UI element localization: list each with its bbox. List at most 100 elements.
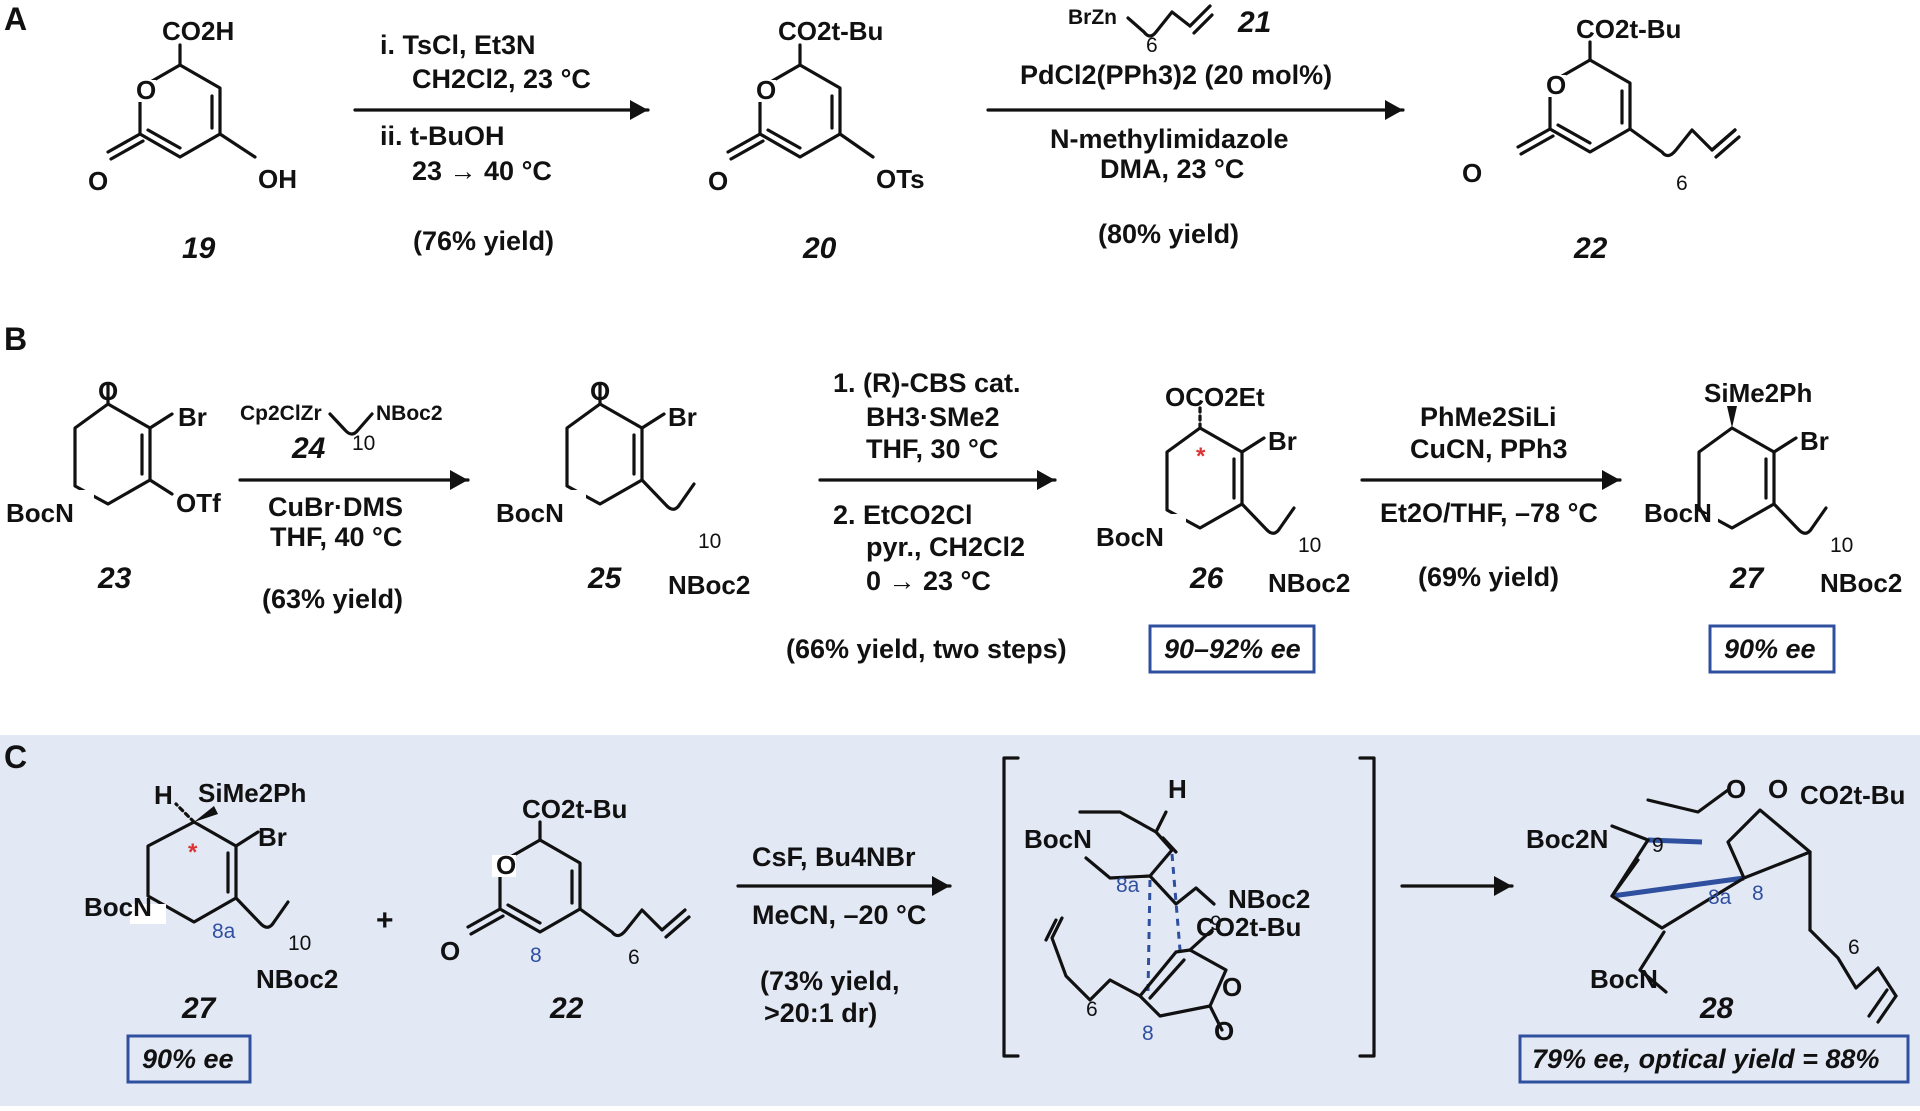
chain-length-10: 10 [288, 932, 311, 955]
condition-line: pyr., CH2Cl2 [866, 532, 1025, 562]
condition-line: ii. t-BuOH [380, 121, 504, 151]
group-ots: OTs [876, 164, 925, 194]
compound-27-structure-panel-c: * H SiMe2Ph Br BocN 8a 10 NBoc2 [84, 778, 338, 994]
compound-label-22-panel-c: 22 [549, 992, 584, 1025]
group-otf: OTf [176, 488, 221, 518]
atom-br: Br [668, 402, 697, 432]
group-co2h: CO2H [162, 16, 234, 46]
ee-value-27: 90% ee [1724, 634, 1816, 664]
condition-line: PdCl2(PPh3)2 (20 mol%) [1020, 60, 1332, 90]
chain-length-10: 10 [698, 530, 721, 553]
condition-line: 2. EtCO2Cl [833, 500, 973, 530]
ee-box-27 [1708, 624, 1836, 674]
atom-bocn: BocN [1644, 498, 1712, 528]
arrow-b1 [238, 470, 470, 490]
atom-o: O [756, 75, 776, 105]
arrow-c2 [1400, 876, 1514, 896]
atom-br: Br [178, 402, 207, 432]
chain-length-6: 6 [1146, 34, 1158, 57]
chain-length-6: 6 [628, 946, 640, 969]
yield-text: (63% yield) [262, 584, 403, 614]
condition-line: 23 → 40 °C [412, 156, 552, 186]
condition-line: BH3·SMe2 [866, 402, 1000, 432]
arrow-b3 [1360, 470, 1622, 490]
group-co2tbu: CO2t-Bu [1196, 912, 1301, 942]
condition-line: DMA, 23 °C [1100, 154, 1244, 184]
chain-length-10: 10 [352, 432, 375, 455]
reagent-21-structure: BrZn 6 [1068, 4, 1214, 57]
condition-line: CH2Cl2, 23 °C [412, 64, 591, 94]
compound-19-structure: O O CO2H OH [88, 16, 297, 196]
group-cp2clzr: Cp2ClZr [240, 402, 322, 425]
compound-28-structure: Boc2N 9 O O CO2t-Bu 8a 8 BocN 6 [1526, 774, 1905, 1024]
atom-o: O [1222, 972, 1242, 1002]
chain-length-6: 6 [1848, 936, 1860, 959]
atom-o: O [1462, 158, 1482, 188]
atom-o: O [496, 850, 516, 880]
arrow-c1 [736, 876, 952, 896]
condition-line: 1. (R)-CBS cat. [833, 368, 1021, 398]
bracket-left [1002, 756, 1020, 1058]
condition-line: THF, 40 °C [270, 522, 402, 552]
atom-br: Br [1800, 426, 1829, 456]
compound-22-structure-panel-c: O O CO2t-Bu 8 6 [440, 794, 691, 969]
position-label-8: 8 [1752, 882, 1764, 905]
condition-line: (73% yield, [760, 966, 900, 996]
condition-line: CuBr·DMS [268, 492, 403, 522]
chain-length-9: 9 [1652, 834, 1664, 857]
condition-line: CuCN, PPh3 [1410, 434, 1568, 464]
compound-label-25: 25 [587, 562, 623, 595]
ee-value-28: 79% ee, optical yield = 88% [1532, 1044, 1879, 1074]
atom-br: Br [258, 822, 287, 852]
atom-o: O [1214, 1016, 1234, 1046]
group-oh: OH [258, 164, 297, 194]
atom-o: O [708, 166, 728, 196]
group-co2tbu: CO2t-Bu [778, 16, 883, 46]
atom-h: H [154, 780, 173, 810]
ee-value-26: 90–92% ee [1164, 634, 1301, 664]
ee-box-27-panel-c [126, 1034, 252, 1084]
compound-26-structure: * OCO2Et Br BocN 10 NBoc2 [1096, 382, 1350, 598]
compound-20-structure: O O CO2t-Bu OTs [708, 16, 925, 196]
compound-label-21: 21 [1237, 6, 1271, 39]
atom-o: O [590, 376, 610, 406]
compound-label-19: 19 [182, 232, 216, 265]
compound-25-structure: O Br BocN 10 NBoc2 [496, 376, 750, 600]
condition-line: CsF, Bu4NBr [752, 842, 916, 872]
yield-text: (66% yield, two steps) [786, 634, 1067, 664]
compound-label-26: 26 [1189, 562, 1224, 595]
group-nboc2: NBoc2 [256, 964, 338, 994]
condition-line: >20:1 dr) [764, 998, 877, 1028]
condition-line: Et2O/THF, –78 °C [1380, 498, 1598, 528]
group-sime2ph: SiMe2Ph [1704, 378, 1812, 408]
panel-letter-c: C [4, 739, 27, 775]
ee-box-28 [1518, 1034, 1910, 1084]
compound-label-27-panel-c: 27 [181, 992, 217, 1025]
group-boc2n: Boc2N [1526, 824, 1608, 854]
atom-bocn: BocN [1096, 522, 1164, 552]
compound-label-24: 24 [291, 432, 326, 465]
position-label-8: 8 [1142, 1022, 1154, 1045]
group-co2tbu: CO2t-Bu [1800, 780, 1905, 810]
compound-label-20: 20 [802, 232, 837, 265]
atom-o: O [88, 166, 108, 196]
group-nboc2: NBoc2 [1820, 568, 1902, 598]
condition-line: N-methylimidazole [1050, 124, 1289, 154]
stereocenter-marker: * [188, 839, 198, 866]
stereocenter-marker: * [1196, 443, 1206, 470]
group-nboc2: NBoc2 [1228, 884, 1310, 914]
reagent-24-structure: Cp2ClZr NBoc2 10 [240, 402, 443, 455]
yield-text: (69% yield) [1418, 562, 1559, 592]
plus-sign: + [376, 904, 394, 937]
condition-line: PhMe2SiLi [1420, 402, 1557, 432]
atom-o: O [136, 75, 156, 105]
atom-bocn: BocN [6, 498, 74, 528]
atom-o: O [440, 936, 460, 966]
compound-27-structure: SiMe2Ph Br BocN 10 NBoc2 [1644, 378, 1902, 598]
group-co2tbu: CO2t-Bu [522, 794, 627, 824]
group-oco2et: OCO2Et [1165, 382, 1265, 412]
ee-box-26 [1148, 624, 1316, 674]
atom-o: O [1768, 774, 1788, 804]
atom-bocn: BocN [1590, 964, 1658, 994]
